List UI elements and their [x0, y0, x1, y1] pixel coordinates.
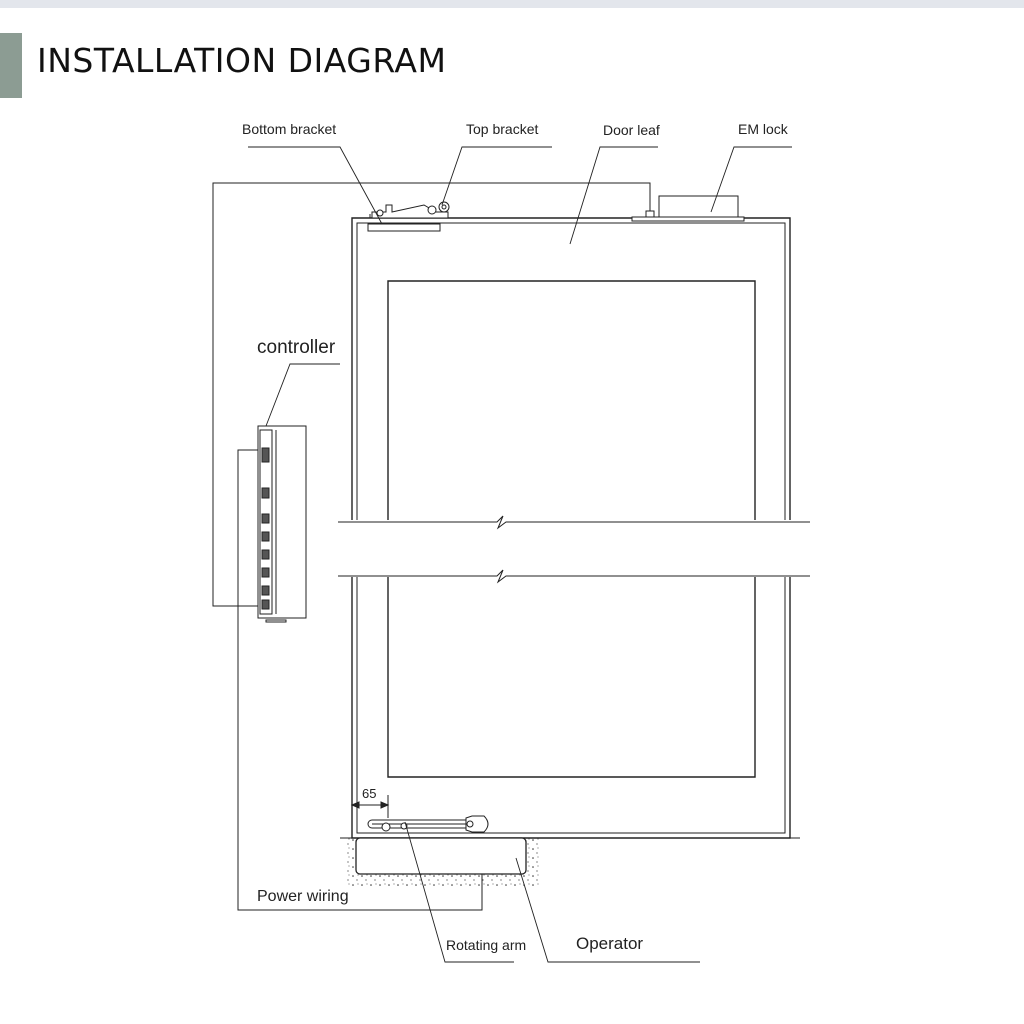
rotating-arm-label: Rotating arm [446, 937, 526, 953]
dimension-marker [350, 795, 390, 818]
power-wire [237, 449, 483, 911]
break-lines [338, 515, 810, 584]
leader-lines [248, 146, 792, 963]
top-strip [0, 0, 1024, 8]
dimension-label: 65 [362, 786, 376, 801]
glass-panel [387, 280, 756, 778]
operator-body [355, 837, 527, 875]
operator-label: Operator [576, 934, 643, 953]
controller-label: controller [257, 337, 336, 358]
page-title: INSTALLATION DIAGRAM [37, 41, 447, 80]
em-lock [631, 195, 745, 222]
door-frame [351, 217, 791, 839]
rotating-arm [367, 815, 489, 833]
bottom-bracket-label: Bottom bracket [242, 121, 336, 137]
title-accent-bar [0, 33, 22, 98]
em-lock-wire [212, 182, 651, 607]
power-wiring-label: Power wiring [257, 888, 349, 905]
controller-unit [257, 425, 307, 623]
em-lock-label: EM lock [738, 121, 789, 137]
door-leaf-label: Door leaf [603, 122, 660, 138]
top-bracket-label: Top bracket [466, 121, 538, 137]
top-bracket [367, 201, 450, 232]
door-leaf [356, 222, 786, 834]
